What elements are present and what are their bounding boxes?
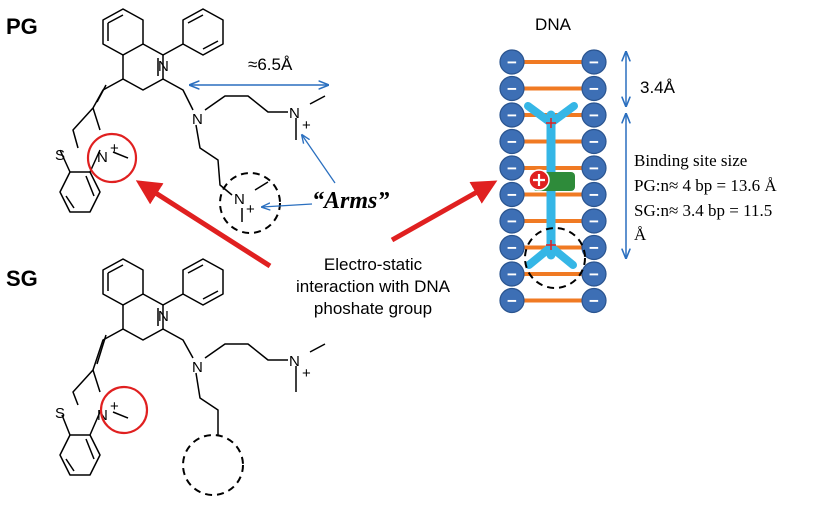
pg-atom-n-arm1: N (289, 105, 300, 122)
interaction-line-3: phoshate group (314, 299, 432, 318)
phosphate-sign-right-6: − (589, 186, 599, 205)
pg-atom-s: S (55, 147, 65, 164)
phosphate-right-7 (581, 208, 607, 234)
phosphate-left-8 (499, 234, 525, 261)
cation-plus-icon (533, 174, 545, 186)
phosphate-left-10 (499, 287, 525, 314)
pg-atom-n1: N (158, 58, 169, 75)
dna-title: DNA (535, 15, 572, 34)
arms-pointer-upper (302, 135, 336, 184)
binding-site-pg: PG:n≈ 4 bp = 13.6 Å (634, 176, 777, 195)
interaction-arrow-left (135, 180, 272, 269)
sg-charge-arm: + (302, 365, 311, 382)
phosphate-sign-left-8: − (507, 239, 517, 258)
ligand-glyph (524, 102, 586, 289)
phosphate-sign-left-2: − (507, 80, 517, 99)
phosphate-right-6 (581, 181, 607, 208)
sg-atom-n-amine: N (192, 359, 203, 376)
phosphate-left-1 (499, 49, 525, 75)
phosphate-right-4 (581, 128, 607, 155)
phosphate-sign-right-8: − (589, 239, 599, 258)
phosphate-left-3 (499, 102, 525, 128)
arms-pointer-lower (262, 204, 313, 207)
phosphate-left-9 (499, 261, 525, 287)
ligand-arm-top-left (524, 102, 555, 127)
pg-atom-n-thiazole: N (97, 149, 108, 166)
phosphate-sign-left-10: − (507, 292, 517, 311)
phosphate-sign-left-9: − (507, 265, 517, 284)
rise-label: 3.4Å (640, 78, 676, 97)
phosphate-sign-left-1: − (507, 53, 517, 72)
phosphate-sign-left-3: − (507, 106, 517, 125)
phosphate-sign-right-5: − (589, 159, 599, 178)
binding-site-title: Binding site size (634, 151, 747, 170)
phosphate-sign-right-10: − (589, 292, 599, 311)
ligand-charge-top (546, 118, 556, 128)
pg-atom-n-arm2: N (234, 191, 245, 208)
sg-molecule: N N S N + N + (55, 258, 326, 496)
dna-arm-binding-circle (524, 227, 586, 289)
phosphate-sign-right-2: − (589, 80, 599, 99)
phosphate-left-6 (499, 181, 525, 208)
phosphate-left-4 (499, 128, 525, 155)
phosphate-right-1 (581, 49, 607, 75)
binding-site-unit: Å (634, 225, 647, 244)
dna-ladder: − − − − − − − − − − − − − − − − − − − − (499, 49, 607, 314)
ligand-charge-bottom (546, 240, 556, 250)
pg-charge-arm1: + (302, 117, 311, 134)
interaction-arrow-right (390, 180, 498, 243)
pg-charge-thiazole: + (110, 140, 119, 157)
sg-cation-highlight (99, 385, 149, 435)
phosphate-right-3 (581, 102, 607, 128)
phosphate-right-8 (581, 234, 607, 261)
sg-arm-binding-circle (182, 434, 244, 496)
phosphate-right-5 (581, 155, 607, 181)
sg-atom-s: S (55, 405, 65, 422)
sg-atom-n-arm: N (289, 353, 300, 370)
phosphate-sign-right-9: − (589, 265, 599, 284)
phosphate-sign-right-1: − (589, 53, 599, 72)
sg-atom-n1: N (158, 308, 169, 325)
pg-charge-arm2: + (246, 201, 255, 218)
phosphate-sign-left-7: − (507, 212, 517, 231)
sg-title: SG (6, 266, 38, 291)
phosphate-left-5 (499, 155, 525, 181)
phosphate-sign-left-5: − (507, 159, 517, 178)
binding-site-sg: SG:n≈ 3.4 bp = 11.5 (634, 201, 772, 220)
pg-molecule: N N S N + N + N + (55, 8, 326, 234)
phosphate-right-9 (581, 261, 607, 287)
pg-arm-binding-circle (219, 172, 281, 234)
phosphate-sign-right-4: − (589, 133, 599, 152)
pg-atom-n-amine: N (192, 111, 203, 128)
phosphate-sign-left-4: − (507, 133, 517, 152)
phosphate-right-2 (581, 75, 607, 102)
sg-charge-thiazole: + (110, 398, 119, 415)
pg-title: PG (6, 14, 38, 39)
interaction-line-2: interaction with DNA (296, 277, 451, 296)
pg-cation-highlight (86, 132, 138, 184)
arm-distance-label: ≈6.5Å (248, 55, 293, 74)
phosphate-sign-right-7: − (589, 212, 599, 231)
ligand-arm-top-right (547, 102, 578, 127)
ligand-arm-bottom-right (547, 243, 577, 269)
phosphate-sign-right-3: − (589, 106, 599, 125)
phosphate-right-10 (581, 287, 607, 314)
arms-label: “Arms” (312, 188, 389, 214)
ligand-arm-bottom-left (525, 243, 555, 269)
interaction-line-1: Electro-static (324, 255, 423, 274)
phosphate-left-2 (499, 75, 525, 102)
phosphate-sign-left-6: − (507, 186, 517, 205)
phosphate-left-7 (499, 208, 525, 234)
